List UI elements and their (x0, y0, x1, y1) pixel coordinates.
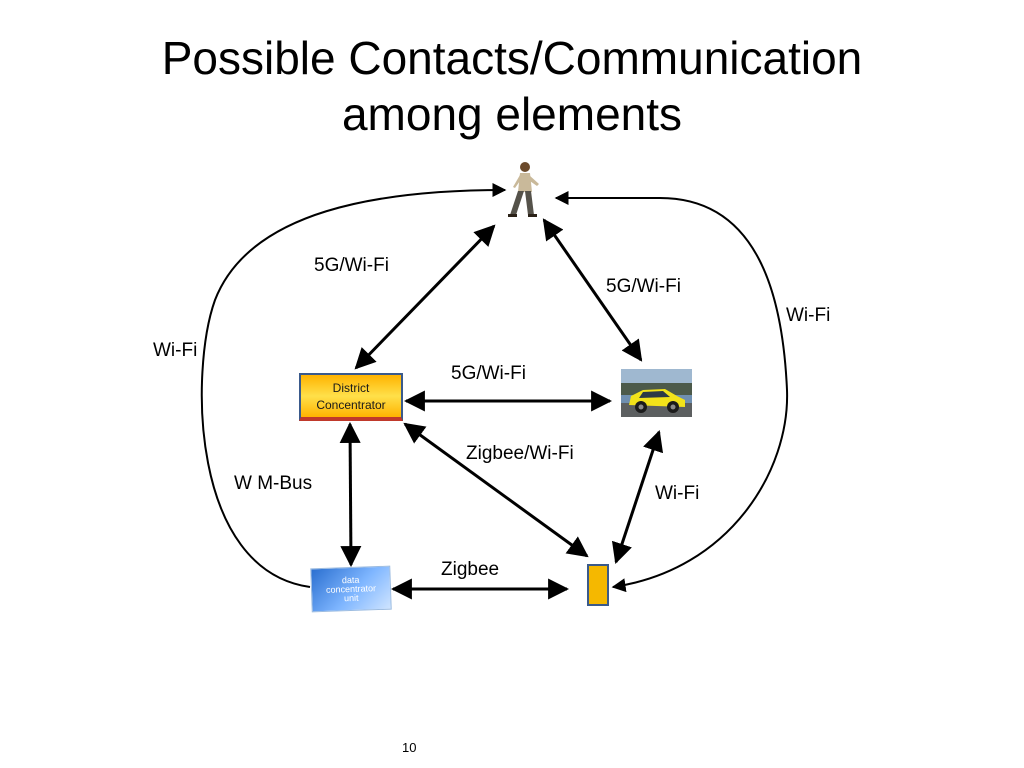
label-car-sensor: Wi-Fi (655, 483, 700, 504)
slide-title-line2: among elements (341, 88, 683, 140)
dcu-label-line3: unit (343, 592, 359, 604)
curve-sensor-person (554, 191, 789, 593)
yellow-car-icon (621, 369, 692, 417)
slide-title: Possible Contacts/Communication among el… (0, 30, 1024, 142)
page-number: 10 (402, 740, 417, 755)
label-district-sensor: Zigbee/Wi-Fi (466, 443, 574, 464)
district-concentrator-label-line1: District (332, 381, 370, 395)
district-concentrator-label-line2: Concentrator (316, 398, 386, 412)
sensor-device-icon (587, 564, 609, 606)
walking-person-icon (508, 162, 539, 217)
district-concentrator-node: District Concentrator (299, 373, 403, 421)
data-concentrator-unit-node: data concentrator unit (310, 565, 392, 613)
label-dcu-sensor: Zigbee (441, 559, 500, 580)
label-sensor-person: Wi-Fi (786, 305, 831, 326)
label-person-district: 5G/Wi-Fi (314, 255, 389, 276)
curve-dcu-person (200, 183, 507, 588)
arrow-district-dcu (339, 421, 362, 568)
label-district-car: 5G/Wi-Fi (451, 363, 526, 384)
label-dcu-person: Wi-Fi (153, 340, 198, 361)
label-district-dcu: W M-Bus (234, 473, 313, 494)
arrow-car-sensor (611, 430, 664, 564)
label-person-car: 5G/Wi-Fi (606, 276, 681, 297)
arrow-person-district (354, 224, 496, 370)
slide-title-line1: Possible Contacts/Communication (161, 32, 863, 84)
